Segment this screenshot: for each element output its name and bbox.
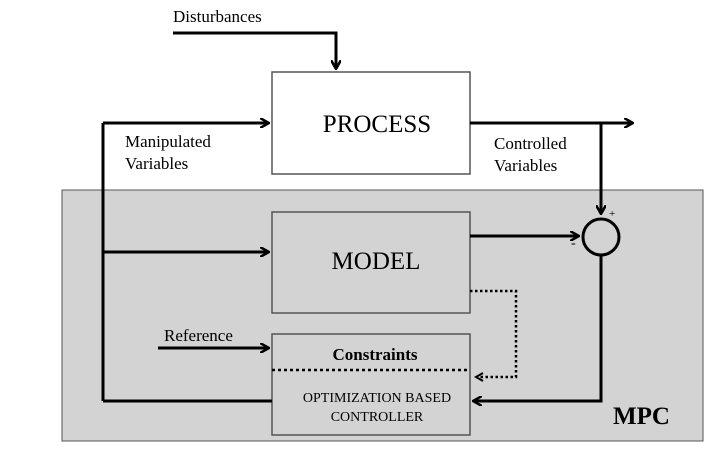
manipulated-label-line1: Manipulated	[125, 132, 211, 151]
sum-minus-sign: -	[571, 236, 576, 251]
reference-label: Reference	[164, 326, 233, 345]
sum-plus-sign: +	[609, 208, 615, 220]
controller-label-line1: OPTIMIZATION BASED	[303, 391, 451, 406]
error-to-controller-arrow	[474, 255, 603, 401]
model-block	[271, 211, 471, 314]
disturbances-label: Disturbances	[173, 7, 262, 26]
controller-label-line2: CONTROLLER	[331, 410, 424, 425]
controlled-label-line1: Controlled	[494, 134, 567, 153]
model-to-controller-dotted	[470, 289, 518, 377]
controller-block	[271, 333, 471, 436]
process-label: PROCESS	[323, 111, 431, 138]
controlled-label-line2: Variables	[494, 156, 557, 175]
mpc-label: MPC	[613, 403, 670, 430]
process-block	[271, 71, 471, 175]
disturbances-arrow	[173, 31, 336, 68]
manipulated-label-line2: Variables	[125, 154, 188, 173]
constraints-label: Constraints	[332, 345, 417, 364]
model-label: MODEL	[332, 248, 421, 275]
